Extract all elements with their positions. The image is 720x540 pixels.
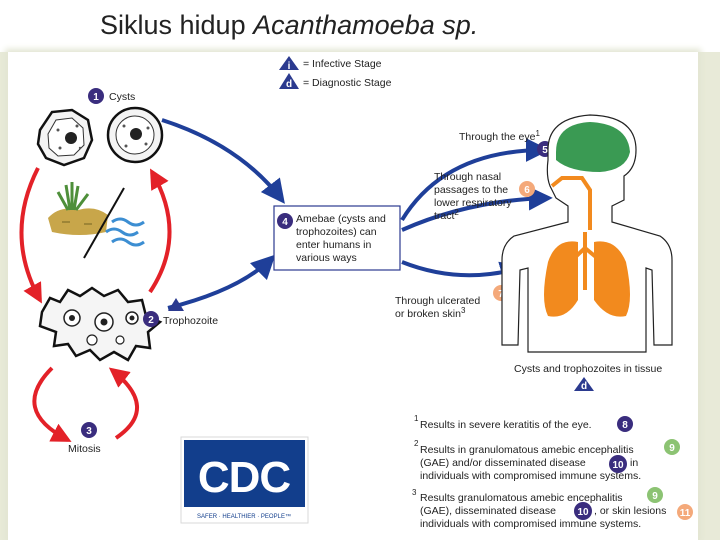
arrow-trophozoite-to-mitosis — [32, 366, 72, 442]
cdc-logo: CDC SAFER · HEALTHIER · PEOPLE™ — [180, 436, 309, 524]
note-3: 3 Results granulomatous amebic encephali… — [412, 486, 693, 530]
stage-badge-3: 3 — [81, 422, 97, 438]
amebae-entry-text: Amebae (cysts and trophozoites) can ente… — [296, 213, 389, 264]
route-badge-6: 6 — [519, 181, 535, 197]
infective-stage-icon: i — [279, 56, 299, 72]
stage-label-trophozoite: Trophozoite — [163, 315, 218, 327]
arrow-route-nasal — [401, 186, 553, 232]
svg-text:2: 2 — [148, 315, 154, 326]
stage-label-cysts: Cysts — [109, 91, 135, 103]
tissue-diagnostic-icon: d — [574, 377, 594, 392]
route-nasal-label: Through nasal passages to the lower resp… — [434, 171, 515, 222]
note-1: 1Results in severe keratitis of the eye.… — [414, 414, 633, 432]
note-2: 2 Results in granulomatous amebic enceph… — [414, 437, 680, 482]
stage-label-mitosis: Mitosis — [68, 443, 101, 455]
arrow-route-eye — [400, 138, 550, 222]
slide-right-border — [698, 52, 720, 540]
slide-left-border — [0, 52, 8, 540]
tissue-label: Cysts and trophozoites in tissue — [514, 363, 662, 375]
left-lung-icon — [544, 241, 578, 317]
svg-text:3 Results granulomatous: 3 Results granulomatous amebic encephali… — [412, 486, 669, 530]
arrow-mitosis-to-trophozoite — [108, 367, 139, 440]
svg-text:SAFER · HEALTHIER · PEOPLE™: SAFER · HEALTHIER · PEOPLE™ — [197, 513, 291, 520]
soil-habitat-image — [48, 182, 108, 235]
svg-text:9: 9 — [652, 491, 658, 502]
cycle-arrows — [19, 167, 172, 442]
slide-title: Siklus hidup Acanthamoeba sp. — [100, 10, 478, 41]
legend: i = Infective Stage d = Diagnostic Stage — [279, 56, 392, 90]
arrow-trophozoite-to-cyst — [148, 168, 172, 294]
legend-infective: = Infective Stage — [303, 58, 382, 70]
human-body-illustration — [501, 114, 673, 353]
svg-text:11: 11 — [680, 508, 691, 519]
legend-diagnostic: = Diagnostic Stage — [303, 77, 392, 89]
route-eye-label: Through the eye1 — [459, 129, 540, 143]
svg-text:1: 1 — [93, 92, 99, 103]
right-lung-icon — [594, 241, 630, 317]
svg-text:9: 9 — [669, 443, 675, 454]
trophozoite-image — [38, 286, 163, 362]
infection-arrows — [161, 118, 553, 310]
habitat-divider — [83, 187, 125, 259]
svg-text:7: 7 — [498, 289, 504, 300]
svg-text:2 Results in granulomato: 2 Results in granulomatous amebic enceph… — [414, 437, 641, 482]
trophozoite-infective-icon — [168, 298, 184, 311]
stage-badge-1: 1 — [88, 88, 104, 104]
nasal-passage-icon — [550, 176, 592, 230]
diagnostic-stage-icon: d — [279, 73, 299, 90]
svg-text:4: 4 — [282, 217, 288, 228]
arrow-cyst-to-trophozoite — [19, 167, 42, 304]
title-species: Acanthamoeba sp. — [253, 10, 479, 40]
svg-text:6: 6 — [524, 185, 530, 196]
cyst-image-1 — [36, 108, 94, 167]
svg-text:1Results in severe keratitis o: 1Results in severe keratitis of the eye. — [414, 414, 592, 431]
brain-icon — [556, 122, 630, 172]
arrow-trophozoite-to-humans — [167, 254, 276, 310]
svg-text:i: i — [288, 61, 291, 72]
stage-badge-2: 2 — [143, 311, 159, 327]
amebae-entry-box — [273, 205, 401, 271]
water-habitat-image — [105, 217, 145, 247]
svg-text:d: d — [581, 381, 587, 392]
arrow-cysts-to-humans — [161, 118, 285, 204]
svg-text:5: 5 — [542, 145, 548, 156]
svg-text:10: 10 — [612, 460, 624, 471]
svg-text:10: 10 — [577, 507, 589, 518]
title-prefix: Siklus hidup — [100, 10, 254, 40]
svg-text:3: 3 — [86, 426, 92, 437]
route-skin-label: Through ulcerated or broken skin3 — [395, 295, 483, 320]
svg-text:8: 8 — [622, 420, 628, 431]
cyst-image-2 — [106, 106, 164, 164]
svg-text:d: d — [286, 79, 292, 90]
svg-text:CDC: CDC — [198, 453, 291, 502]
stage-badge-4: 4 — [277, 213, 293, 229]
